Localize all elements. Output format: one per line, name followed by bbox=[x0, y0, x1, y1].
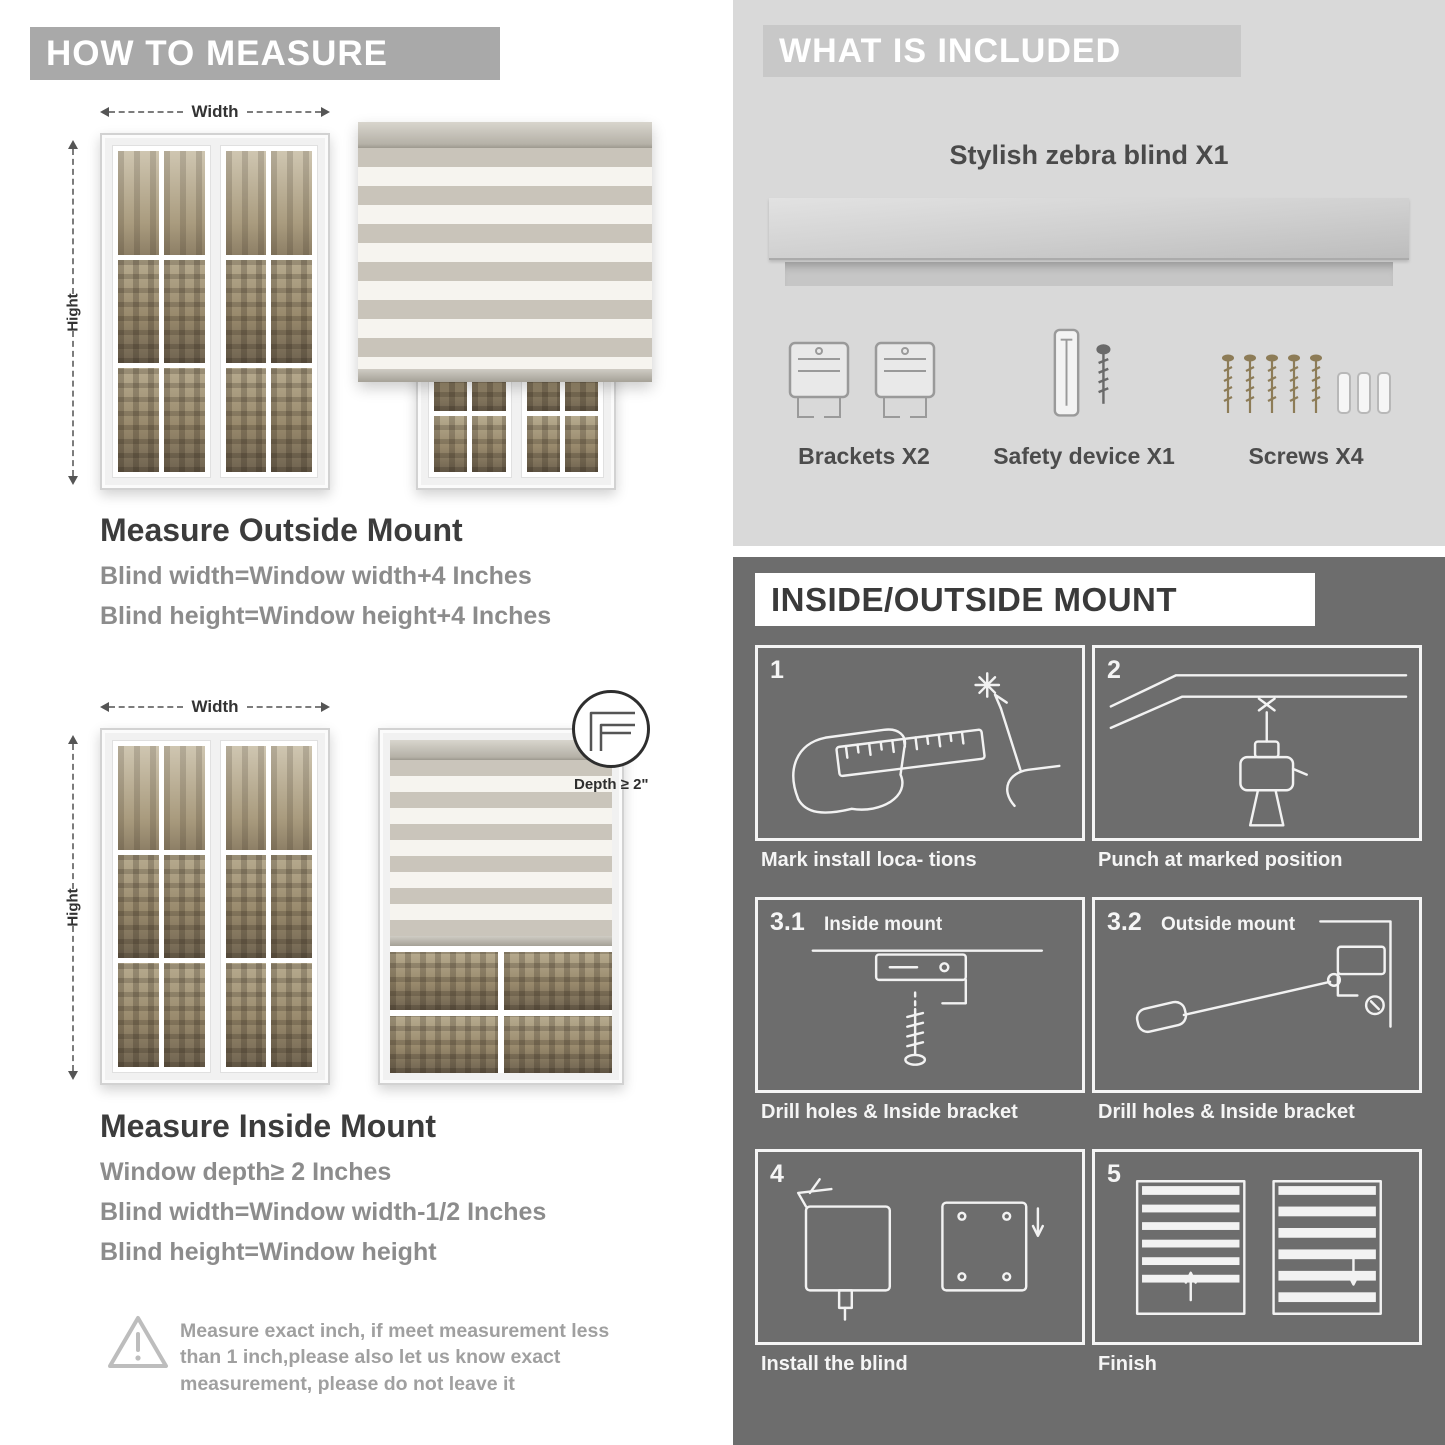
mount-steps-header: INSIDE/OUTSIDE MOUNT bbox=[755, 573, 1315, 626]
width-label: Width bbox=[191, 697, 239, 716]
brackets-label: Brackets X2 bbox=[798, 443, 930, 469]
drill-illustration bbox=[1109, 674, 1408, 827]
install-blind-illustration bbox=[796, 1178, 1044, 1321]
height-arrow: Hight bbox=[64, 140, 82, 485]
blind-bottomrail bbox=[358, 369, 652, 382]
step-caption: Punch at marked position bbox=[1098, 849, 1343, 871]
blind-headrail bbox=[390, 740, 612, 760]
screws-icon bbox=[1222, 354, 1391, 414]
step-number: 3.1 bbox=[770, 908, 805, 936]
depth-callout-circle bbox=[572, 690, 650, 768]
measure-warning-text: Measure exact inch, if meet measurement … bbox=[180, 1320, 610, 1395]
step-caption: Install the blind bbox=[761, 1353, 908, 1375]
inside-depth-formula: Window depth≥ 2 Inches bbox=[100, 1158, 392, 1186]
step-caption: Drill holes & Inside bracket bbox=[1098, 1101, 1355, 1123]
step-panel-4: 4 bbox=[755, 1149, 1085, 1345]
arrow-up-icon bbox=[68, 140, 78, 149]
inside-bracket-illustration bbox=[811, 949, 1044, 1066]
safety-device-label: Safety device X1 bbox=[993, 443, 1175, 469]
safety-device-icon bbox=[1053, 328, 1111, 417]
window-illustration-outside bbox=[100, 133, 330, 490]
inside-height-formula: Blind height=Window height bbox=[100, 1238, 437, 1266]
brackets-icon bbox=[788, 341, 936, 418]
finish-illustration bbox=[1135, 1180, 1382, 1315]
blind-stripes bbox=[390, 760, 612, 937]
what-is-included-section: WHAT IS INCLUDED Stylish zebra blind X1 … bbox=[733, 0, 1445, 546]
outside-mount-illustration bbox=[358, 118, 652, 490]
arrow-down-icon bbox=[68, 1071, 78, 1080]
step-caption: Drill holes & Inside bracket bbox=[761, 1101, 1018, 1123]
blind-bottomrail bbox=[390, 936, 612, 947]
step-number: 1 bbox=[770, 656, 784, 684]
step-panel-3-1: 3.1 Inside mount bbox=[755, 897, 1085, 1093]
step-caption: Finish bbox=[1098, 1353, 1157, 1375]
width-arrow: Width bbox=[100, 697, 330, 716]
inside-mount-illustration: Depth ≥ 2" bbox=[378, 690, 670, 1090]
mark-location-illustration bbox=[792, 672, 1061, 814]
blind-headrail-illustration bbox=[769, 198, 1409, 260]
step-panel-2: 2 bbox=[1092, 645, 1422, 841]
step-caption: Mark install loca- tions bbox=[761, 849, 977, 871]
depth-callout-label: Depth ≥ 2" bbox=[574, 776, 649, 793]
screws-label: Screws X4 bbox=[1248, 443, 1364, 469]
how-to-measure-header: HOW TO MEASURE bbox=[30, 27, 500, 80]
arrow-up-icon bbox=[68, 735, 78, 744]
step-number: 5 bbox=[1107, 1160, 1121, 1188]
product-label: Stylish zebra blind X1 bbox=[949, 140, 1229, 170]
outside-width-formula: Blind width=Window width+4 Inches bbox=[100, 562, 532, 590]
width-arrow: Width bbox=[100, 102, 330, 121]
step-panel-5: 5 bbox=[1092, 1149, 1422, 1345]
inside-width-formula: Blind width=Window width-1/2 Inches bbox=[100, 1198, 547, 1226]
outside-bracket-illustration bbox=[1135, 920, 1392, 1034]
blind-headrail-underside bbox=[785, 262, 1393, 286]
inside-mount-title: Measure Inside Mount bbox=[100, 1108, 437, 1144]
how-to-measure-section: HOW TO MEASURE Width Hight bbox=[30, 27, 670, 1395]
arrow-left-icon bbox=[100, 107, 109, 117]
blind-stripes bbox=[358, 148, 652, 369]
zebra-blind-illustration bbox=[358, 122, 652, 382]
outside-mount-title: Measure Outside Mount bbox=[100, 512, 463, 548]
arrow-left-icon bbox=[100, 702, 109, 712]
window-illustration-inside bbox=[100, 728, 330, 1085]
step-panel-3-2: 3.2 Outside mount bbox=[1092, 897, 1422, 1093]
step-number: 3.2 bbox=[1107, 908, 1142, 936]
height-label: Hight bbox=[64, 888, 82, 927]
warning-icon bbox=[108, 1316, 168, 1368]
mount-steps-section: INSIDE/OUTSIDE MOUNT 1 bbox=[733, 557, 1445, 1445]
width-label: Width bbox=[191, 102, 239, 121]
window-with-inside-blind bbox=[378, 728, 624, 1085]
blind-headrail bbox=[358, 122, 652, 148]
window-corner-detail-icon bbox=[589, 711, 635, 751]
what-is-included-header: WHAT IS INCLUDED bbox=[763, 25, 1241, 77]
inside-zebra-blind bbox=[390, 740, 612, 947]
step-number: 2 bbox=[1107, 656, 1121, 684]
step-title: Inside mount bbox=[824, 914, 943, 935]
step-panel-1: 1 bbox=[755, 645, 1085, 841]
included-item-brackets: Brackets X2 bbox=[769, 328, 959, 470]
arrow-down-icon bbox=[68, 476, 78, 485]
height-arrow: Hight bbox=[64, 735, 82, 1080]
height-label: Hight bbox=[64, 293, 82, 332]
included-item-safety-device: Safety device X1 bbox=[979, 328, 1189, 470]
arrow-right-icon bbox=[321, 107, 330, 117]
step-number: 4 bbox=[770, 1160, 784, 1188]
outside-height-formula: Blind height=Window height+4 Inches bbox=[100, 602, 552, 630]
arrow-right-icon bbox=[321, 702, 330, 712]
step-title: Outside mount bbox=[1161, 914, 1296, 935]
included-item-screws: Screws X4 bbox=[1203, 328, 1409, 470]
